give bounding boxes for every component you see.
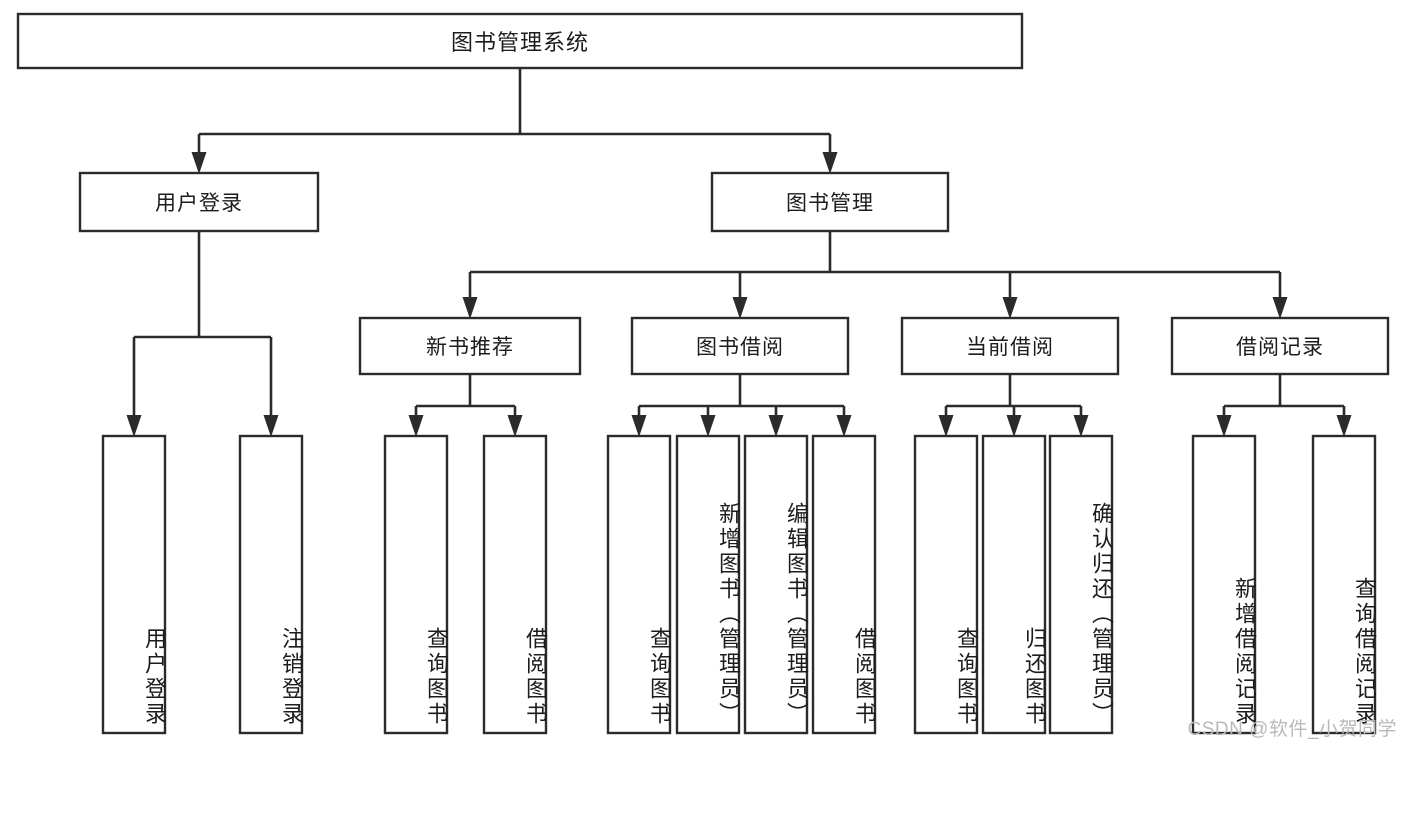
node-box-leaf-user-login[interactable] xyxy=(101,434,167,735)
diagram-canvas-root: 图书管理系统用户登录图书管理新书推荐图书借阅当前借阅借阅记录用户登录注销登录查询… xyxy=(16,12,1396,740)
arrow-head-icon xyxy=(1002,297,1018,319)
node-box-root[interactable] xyxy=(16,12,1024,70)
arrow-head-icon xyxy=(408,415,424,437)
connector-lines-group xyxy=(126,68,1352,437)
node-box-borrow-record[interactable] xyxy=(1170,316,1390,376)
arrow-head-icon xyxy=(1216,415,1232,437)
node-box-leaf-query-book-2[interactable] xyxy=(606,434,672,735)
arrow-head-icon xyxy=(462,297,478,319)
arrow-head-icon xyxy=(191,152,207,174)
arrow-head-icon xyxy=(1272,297,1288,319)
arrow-head-icon xyxy=(768,415,784,437)
node-box-leaf-query-book-1[interactable] xyxy=(383,434,449,735)
node-box-leaf-logout[interactable] xyxy=(238,434,304,735)
node-box-book-manage[interactable] xyxy=(710,171,950,233)
arrow-head-icon xyxy=(938,415,954,437)
node-boxes-group xyxy=(16,12,1390,735)
node-box-current-borrow[interactable] xyxy=(900,316,1120,376)
node-box-user-login[interactable] xyxy=(78,171,320,233)
arrow-head-icon xyxy=(822,152,838,174)
arrow-head-icon xyxy=(126,415,142,437)
node-box-leaf-add-record[interactable] xyxy=(1191,434,1257,735)
node-box-new-book-rec[interactable] xyxy=(358,316,582,376)
node-box-book-borrow[interactable] xyxy=(630,316,850,376)
arrow-head-icon xyxy=(1073,415,1089,437)
node-box-leaf-return-book[interactable] xyxy=(981,434,1047,735)
arrow-head-icon xyxy=(700,415,716,437)
node-box-leaf-borrow-book-2[interactable] xyxy=(811,434,877,735)
arrow-head-icon xyxy=(631,415,647,437)
node-box-leaf-edit-book[interactable] xyxy=(743,434,809,735)
arrow-head-icon xyxy=(1336,415,1352,437)
arrow-head-icon xyxy=(507,415,523,437)
arrow-head-icon xyxy=(1006,415,1022,437)
arrow-head-icon xyxy=(732,297,748,319)
node-box-leaf-add-book[interactable] xyxy=(675,434,741,735)
arrow-head-icon xyxy=(263,415,279,437)
node-box-leaf-confirm-return[interactable] xyxy=(1048,434,1114,735)
node-box-leaf-borrow-book-1[interactable] xyxy=(482,434,548,735)
node-box-leaf-query-record[interactable] xyxy=(1311,434,1377,735)
node-box-leaf-query-book-3[interactable] xyxy=(913,434,979,735)
arrow-head-icon xyxy=(836,415,852,437)
hierarchy-diagram xyxy=(16,12,1390,735)
